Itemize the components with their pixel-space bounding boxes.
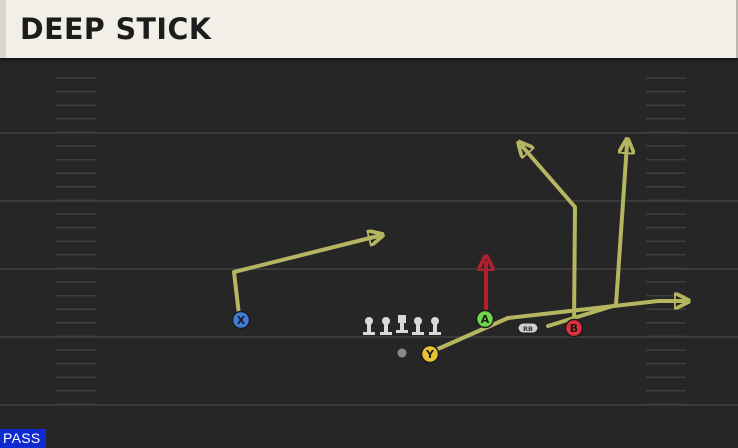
player-b[interactable]: B (564, 318, 584, 338)
player-y[interactable]: Y (420, 344, 440, 364)
player-a-label: A (481, 313, 490, 326)
player-y-label: Y (425, 348, 435, 361)
lineman-right-guard (412, 317, 424, 335)
quarterback-marker (397, 348, 407, 358)
routes (232, 144, 684, 354)
hash-marks (56, 77, 686, 406)
lineman-right-tackle (429, 317, 441, 335)
lineman-left-guard (380, 317, 392, 335)
player-a[interactable]: A (475, 309, 495, 329)
play-type-label: PASS (3, 430, 41, 446)
title-bar-accent (0, 0, 6, 58)
player-rb[interactable]: RB (517, 322, 539, 334)
route-y-drag (429, 301, 684, 354)
player-rb-label: RB (523, 325, 533, 333)
play-type-badge: PASS (0, 429, 46, 448)
route-b-corner (522, 146, 577, 328)
lineman-left-tackle (363, 317, 375, 335)
yard-lines (0, 132, 738, 406)
route-x-post (232, 236, 378, 317)
play-title-bar: DEEP STICK (0, 0, 738, 58)
play-title: DEEP STICK (20, 12, 212, 46)
offensive-line (363, 315, 441, 335)
player-x-label: X (237, 314, 246, 327)
lineman-center (396, 315, 408, 333)
player-b-label: B (570, 322, 578, 335)
route-go (546, 144, 627, 328)
player-x[interactable]: X (231, 310, 251, 330)
